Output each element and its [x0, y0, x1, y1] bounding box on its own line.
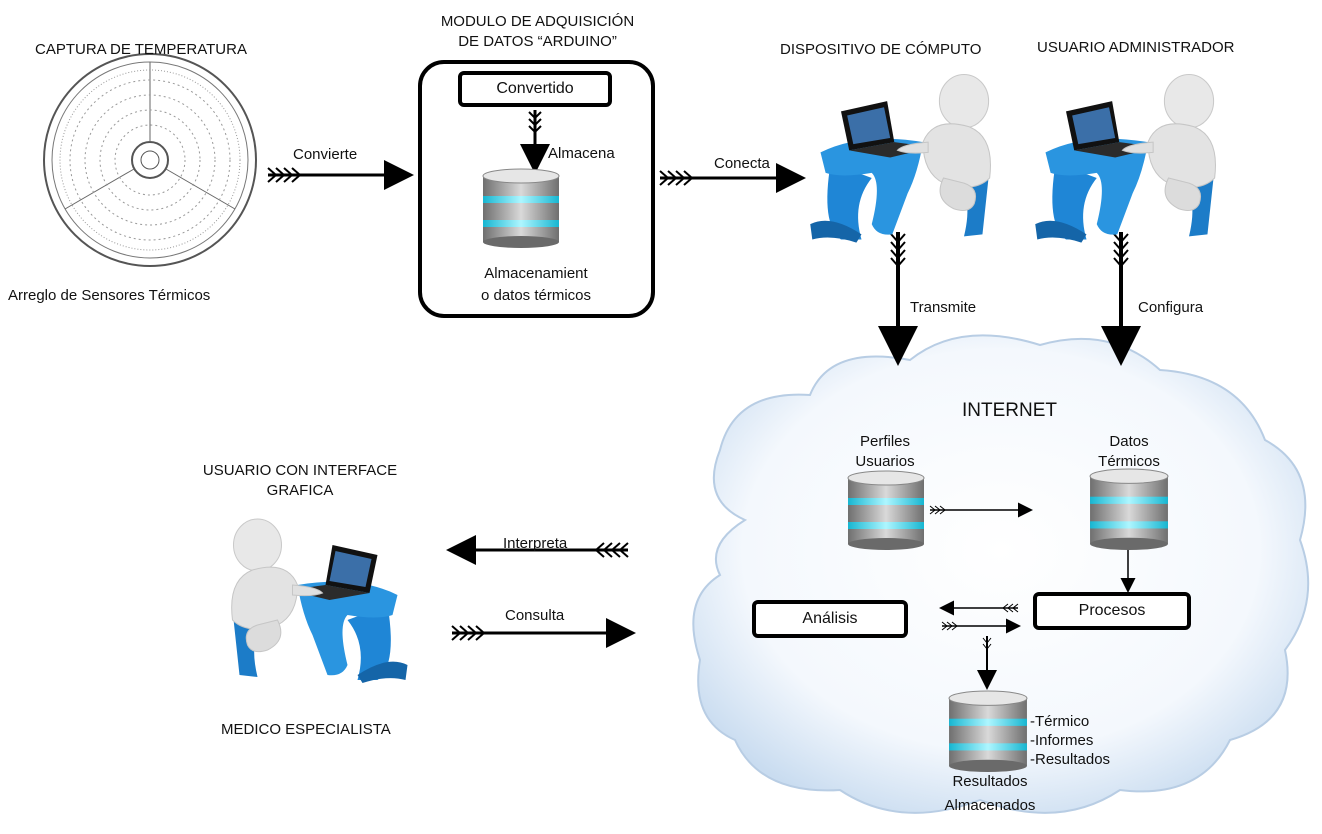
gui-user-icon	[231, 518, 409, 684]
arrow-consulta	[451, 618, 636, 648]
module-db-label-line1: Almacenamient	[484, 265, 588, 282]
processes-label: Procesos	[1078, 602, 1146, 619]
results-label-line2: Almacenados	[944, 797, 1036, 814]
sensor-array-graphic	[43, 53, 257, 267]
consulta-label: Consulta	[505, 607, 565, 624]
module-title-line2: DE DATOS “ARDUINO”	[458, 33, 617, 50]
analysis-box: Análisis	[752, 600, 908, 638]
results-item-3: -Resultados	[1030, 751, 1111, 768]
thermal-database-icon	[1089, 468, 1169, 550]
capture-title: CAPTURA DE TEMPERATURA	[35, 41, 247, 58]
results-label-line1: Resultados	[952, 773, 1028, 790]
arrow-transmite	[878, 232, 918, 366]
results-item-2: -Informes	[1030, 732, 1094, 749]
arrow-analysis-to-processes	[941, 618, 1021, 634]
transmite-label: Transmite	[910, 299, 977, 316]
arrow-interpreta	[446, 535, 629, 565]
module-db-label-line2: o datos térmicos	[480, 287, 592, 304]
converter-box: Convertido	[458, 71, 612, 107]
gui-user-title-line2: GRAFICA	[266, 482, 334, 499]
convierte-label: Convierte	[293, 146, 358, 163]
arrow-profiles-to-thermal	[929, 502, 1033, 518]
thermal-label-line2: Térmicos	[1098, 453, 1160, 470]
arrow-configura	[1101, 232, 1141, 366]
gui-user-title-line1: USUARIO CON INTERFACE	[202, 462, 398, 479]
arrow-convierte	[267, 160, 414, 190]
results-item-1: -Térmico	[1030, 713, 1090, 730]
profiles-label-line2: Usuarios	[855, 453, 915, 470]
arrow-almacena	[520, 110, 550, 174]
computer-title: DISPOSITIVO DE CÓMPUTO	[780, 41, 982, 58]
profiles-label-line1: Perfiles	[859, 433, 911, 450]
conecta-label: Conecta	[714, 155, 770, 172]
almacena-label: Almacena	[548, 145, 615, 162]
gui-user-caption: MEDICO ESPECIALISTA	[221, 721, 391, 738]
admin-user-icon	[1034, 73, 1216, 244]
arrow-processes-to-analysis	[939, 600, 1019, 616]
interpreta-label: Interpreta	[503, 535, 568, 552]
results-database-icon	[948, 690, 1028, 772]
profiles-database-icon	[847, 470, 925, 550]
arrow-to-results	[977, 636, 997, 690]
configura-label: Configura	[1138, 299, 1204, 316]
arrow-conecta	[659, 163, 806, 193]
module-title-line1: MODULO DE ADQUISICIÓN	[440, 13, 635, 30]
computer-device-icon	[809, 73, 991, 244]
processes-box: Procesos	[1033, 592, 1191, 630]
admin-title: USUARIO ADMINISTRADOR	[1037, 39, 1235, 56]
internet-title: INTERNET	[962, 400, 1057, 421]
converter-label: Convertido	[496, 80, 574, 97]
analysis-label: Análisis	[802, 610, 858, 627]
capture-caption: Arreglo de Sensores Térmicos	[8, 287, 211, 304]
acquisition-module-frame	[418, 60, 655, 318]
thermal-label-line1: Datos	[1109, 433, 1149, 450]
